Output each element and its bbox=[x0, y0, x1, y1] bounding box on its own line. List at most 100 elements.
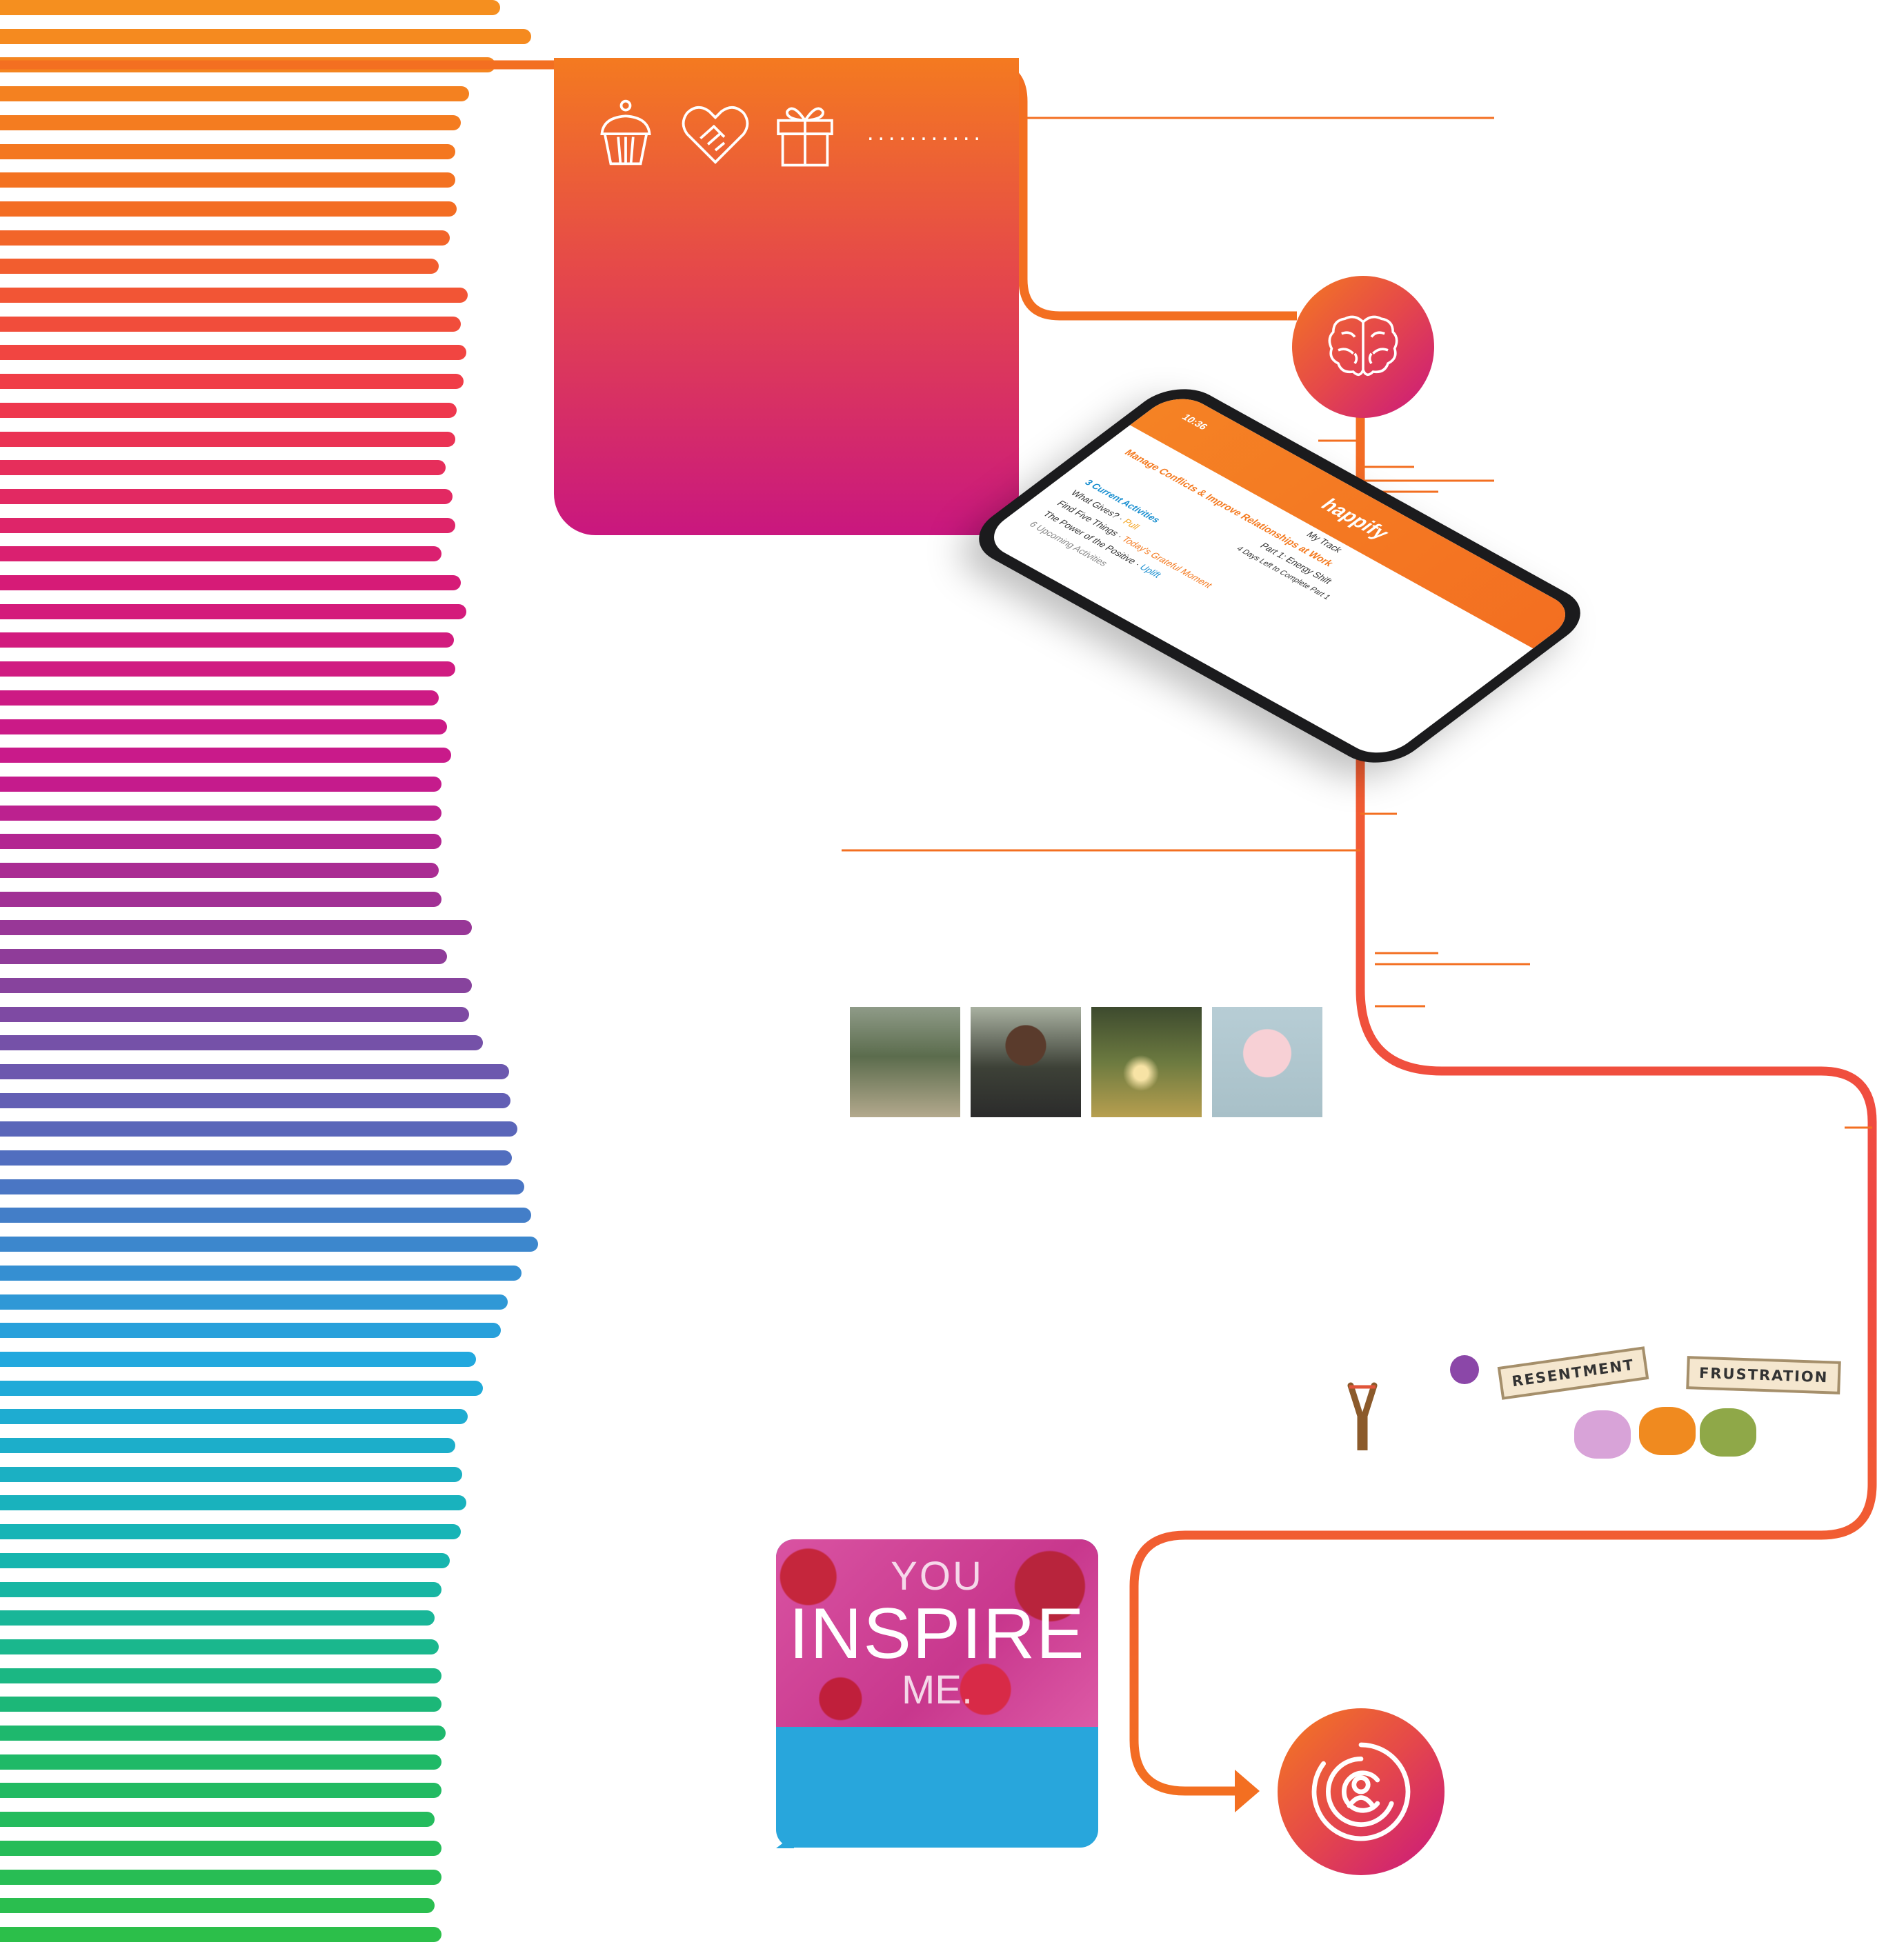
brain-badge bbox=[1292, 276, 1434, 418]
gradient-stripe bbox=[0, 1092, 510, 1108]
gradient-stripe bbox=[0, 1121, 517, 1137]
gradient-stripe bbox=[0, 1380, 483, 1396]
gradient-stripe bbox=[0, 259, 439, 274]
gradient-stripe bbox=[0, 0, 500, 15]
gradient-stripe bbox=[0, 1840, 441, 1856]
gradient-stripe bbox=[0, 690, 439, 706]
gradient-stripe bbox=[0, 1869, 441, 1885]
gradient-stripe bbox=[0, 1237, 538, 1252]
gradient-stripe bbox=[0, 1063, 509, 1079]
gradient-stripe bbox=[0, 661, 455, 677]
gradient-stripe bbox=[0, 1265, 522, 1281]
gradient-stripe bbox=[0, 230, 450, 246]
gradient-stripe bbox=[0, 1668, 441, 1683]
cupcake-icon bbox=[600, 99, 651, 166]
inspire-line-2: INSPIRE bbox=[788, 1594, 1086, 1674]
feature-card bbox=[554, 58, 1019, 535]
handshake-heart-icon bbox=[682, 106, 749, 164]
gradient-stripe bbox=[0, 1351, 476, 1367]
gradient-stripe bbox=[0, 460, 446, 476]
gradient-stripe bbox=[0, 517, 455, 533]
gradient-stripe bbox=[0, 288, 468, 303]
gradient-stripe bbox=[0, 1926, 441, 1942]
gradient-stripe bbox=[0, 172, 455, 188]
user-target-icon bbox=[1311, 1742, 1411, 1841]
photo-strip bbox=[850, 1007, 1322, 1117]
gift-icon bbox=[777, 107, 833, 167]
feature-icons: ........... bbox=[588, 94, 984, 171]
gradient-stripe bbox=[0, 345, 466, 361]
gradient-stripe bbox=[0, 1179, 524, 1194]
phone-frame: 10:36 happify My Track Manage Conflicts … bbox=[960, 377, 1600, 775]
gradient-stripe bbox=[0, 891, 441, 907]
gradient-stripe bbox=[0, 431, 455, 447]
gradient-stripe bbox=[0, 603, 466, 619]
purple-monster bbox=[1574, 1410, 1631, 1459]
phone-mockup: 10:36 happify My Track Manage Conflicts … bbox=[960, 377, 1600, 775]
brain-icon bbox=[1328, 315, 1398, 376]
gradient-stripe bbox=[0, 1812, 435, 1828]
gradient-stripe bbox=[0, 86, 469, 102]
gradient-stripe bbox=[0, 834, 441, 850]
gradient-stripe bbox=[0, 748, 451, 763]
end-badge bbox=[1278, 1708, 1445, 1875]
connector-line bbox=[1129, 386, 1877, 1796]
gradient-stripe bbox=[0, 1466, 462, 1482]
gradient-stripe bbox=[0, 920, 472, 936]
gradient-stripe bbox=[0, 1581, 441, 1597]
slingshot-icon bbox=[1347, 1382, 1378, 1450]
gradient-stripe bbox=[0, 1898, 435, 1914]
gradient-stripe bbox=[0, 1610, 435, 1626]
gradient-stripe bbox=[0, 719, 447, 734]
cupcake-badge-icon bbox=[1450, 1355, 1479, 1384]
gradient-stripe bbox=[0, 949, 447, 965]
gradient-stripe bbox=[0, 1208, 531, 1223]
gradient-stripe bbox=[0, 805, 441, 821]
status-time: 10:36 bbox=[1179, 412, 1211, 432]
floral-image bbox=[776, 1539, 1098, 1727]
phone-screen: 10:36 happify My Track Manage Conflicts … bbox=[979, 390, 1580, 762]
left-stripe-column bbox=[0, 0, 552, 1960]
pink-flower-photo bbox=[1212, 1007, 1322, 1117]
gradient-stripe bbox=[0, 1495, 466, 1511]
child-photo bbox=[971, 1007, 1081, 1117]
gradient-stripe bbox=[0, 632, 454, 648]
gradient-stripe bbox=[0, 1438, 455, 1453]
gradient-stripe bbox=[0, 546, 441, 562]
gradient-stripe bbox=[0, 1754, 441, 1770]
gradient-stripe bbox=[0, 1524, 461, 1540]
inspire-line-3: ME. bbox=[901, 1668, 973, 1712]
more-dots: ........... bbox=[867, 119, 984, 146]
street-photo bbox=[850, 1007, 960, 1117]
gradient-stripe bbox=[0, 374, 464, 390]
gradient-stripe bbox=[0, 1006, 469, 1022]
gradient-stripe bbox=[0, 1409, 468, 1425]
tick-marks bbox=[842, 117, 1872, 1129]
gradient-stripe bbox=[0, 28, 531, 44]
gradient-stripe bbox=[0, 1150, 512, 1166]
gradient-stripe bbox=[0, 201, 457, 217]
frustration-sign: FRUSTRATION bbox=[1686, 1356, 1842, 1394]
inspire-message-card: YOU INSPIRE ME. bbox=[776, 1539, 1098, 1848]
gradient-stripe bbox=[0, 143, 455, 159]
gradient-stripe bbox=[0, 575, 461, 590]
speech-tail bbox=[776, 1834, 794, 1848]
gradient-stripe bbox=[0, 1294, 508, 1310]
gradient-stripe bbox=[0, 1726, 446, 1741]
gradient-stripe bbox=[0, 1783, 441, 1799]
gradient-stripe bbox=[0, 1552, 450, 1568]
gradient-stripe bbox=[0, 776, 441, 792]
gradient-stripe bbox=[0, 1035, 483, 1051]
gradient-stripe bbox=[0, 863, 439, 878]
gradient-stripe bbox=[0, 1323, 501, 1339]
gradient-stripe bbox=[0, 1639, 439, 1654]
arrow-head bbox=[1235, 1770, 1260, 1812]
gradient-stripe bbox=[0, 316, 461, 332]
gradient-stripe bbox=[0, 488, 453, 504]
gradient-stripe bbox=[0, 114, 461, 130]
green-monster bbox=[1700, 1408, 1756, 1457]
gradient-stripe bbox=[0, 402, 457, 418]
gradient-stripe bbox=[0, 1697, 441, 1712]
gradient-stripe bbox=[0, 977, 472, 993]
park-sunset-photo bbox=[1091, 1007, 1202, 1117]
